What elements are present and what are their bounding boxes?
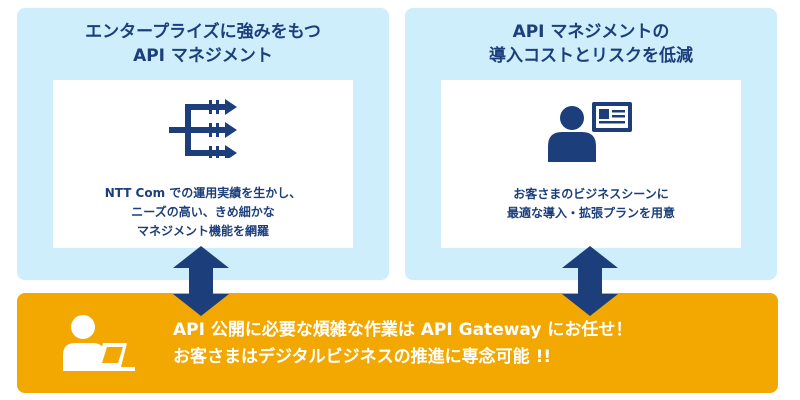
right-card-line-1: お客さまのビジネスシーンに bbox=[513, 187, 669, 201]
left-panel-title: エンタープライズに強みをもつ API マネジメント bbox=[17, 20, 389, 68]
left-panel: エンタープライズに強みをもつ API マネジメント bbox=[17, 8, 389, 280]
left-double-arrow-icon bbox=[173, 246, 229, 316]
left-card-line-2: ニーズの高い、きめ細かな bbox=[131, 205, 275, 219]
left-panel-title-line-1: エンタープライズに強みをもつ bbox=[85, 22, 321, 42]
right-card: お客さまのビジネスシーンに 最適な導入・拡張プランを用意 bbox=[441, 80, 741, 248]
right-panel-title-line-1: API マネジメントの bbox=[512, 22, 670, 42]
right-panel: API マネジメントの 導入コストとリスクを低減 お客さまのビジネスシーンに 最… bbox=[405, 8, 777, 280]
right-card-line-2: 最適な導入・拡張プランを用意 bbox=[506, 206, 675, 220]
bottom-bar: API 公開に必要な煩雑な作業は API Gateway にお任せ！ お客さまは… bbox=[17, 293, 778, 393]
person-laptop-icon bbox=[63, 315, 135, 371]
left-card-line-3: マネジメント機能を網羅 bbox=[136, 224, 269, 238]
bottom-line-2: お客さまはデジタルビジネスの推進に専念可能 !! bbox=[173, 347, 552, 367]
left-panel-title-line-2: API マネジメント bbox=[133, 46, 273, 66]
left-card-text: NTT Com での運用実績を生かし、 ニーズの高い、きめ細かな マネジメント機… bbox=[53, 184, 353, 241]
right-panel-title-line-2: 導入コストとリスクを低減 bbox=[489, 46, 693, 66]
presenter-chart-icon bbox=[548, 102, 632, 162]
left-card: NTT Com での運用実績を生かし、 ニーズの高い、きめ細かな マネジメント機… bbox=[53, 80, 353, 248]
right-card-text: お客さまのビジネスシーンに 最適な導入・拡張プランを用意 bbox=[441, 185, 741, 223]
bottom-text: API 公開に必要な煩雑な作業は API Gateway にお任せ！ お客さまは… bbox=[173, 317, 632, 371]
bottom-line-1: API 公開に必要な煩雑な作業は API Gateway にお任せ！ bbox=[173, 320, 633, 340]
right-panel-title: API マネジメントの 導入コストとリスクを低減 bbox=[405, 20, 777, 68]
left-card-line-1: NTT Com での運用実績を生かし、 bbox=[104, 186, 302, 200]
right-double-arrow-icon bbox=[562, 246, 618, 316]
branching-arrows-icon bbox=[169, 99, 237, 158]
